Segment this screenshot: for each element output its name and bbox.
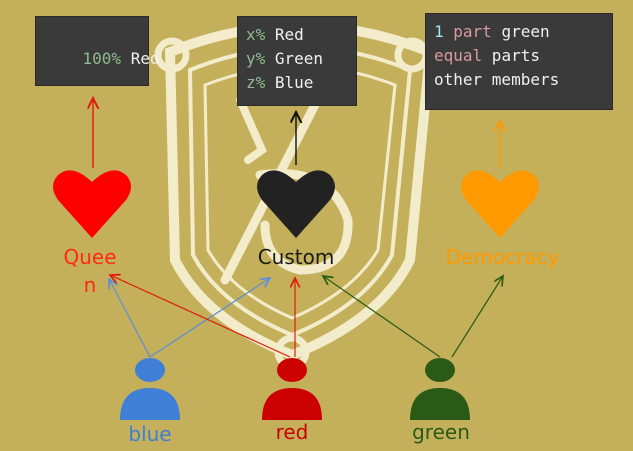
custom-y-percent: y% <box>246 49 266 68</box>
democracy-part: part <box>443 22 492 41</box>
democracy-rule-line-2: equal parts <box>434 44 604 68</box>
democracy-rule-line-1: 1 part green <box>434 20 604 44</box>
democracy-rule-line-3: other members <box>434 68 604 92</box>
democracy-green: green <box>491 22 550 41</box>
queen-rule-code: 100% Red <box>35 16 160 86</box>
democracy-label: Democracy <box>445 245 560 269</box>
queen-label: Quee n <box>55 243 125 299</box>
queen-rule-color: Red <box>121 49 160 68</box>
red-person-icon <box>262 358 322 420</box>
custom-rule-line-red: x% Red <box>246 23 348 47</box>
democracy-heart-icon <box>461 170 539 238</box>
queen-rule-line: 100% Red <box>44 23 160 95</box>
blue-to-custom-arrow <box>149 278 270 358</box>
queen-label-line2: n <box>83 273 97 297</box>
custom-x-percent: x% <box>246 25 266 44</box>
blue-to-queen-arrow <box>109 279 151 358</box>
green-to-democracy-arrow <box>451 276 503 358</box>
queen-heart-icon <box>53 170 131 238</box>
custom-red-label: Red <box>265 25 304 44</box>
democracy-parts: parts <box>482 46 540 65</box>
green-person-icon <box>410 358 470 420</box>
democracy-rule-code: 1 part green equal parts other members <box>425 13 613 110</box>
blue-person-label: blue <box>128 422 172 446</box>
custom-rule-line-green: y% Green <box>246 47 348 71</box>
queen-rule-percent: 100% <box>82 49 122 68</box>
custom-green-label: Green <box>265 49 324 68</box>
red-person-label: red <box>275 420 309 444</box>
custom-heart-icon <box>257 170 335 238</box>
custom-label: Custom <box>257 245 335 269</box>
custom-rule-line-blue: z% Blue <box>246 71 348 95</box>
queen-label-line1: Quee <box>63 245 117 269</box>
custom-z-percent: z% <box>246 73 266 92</box>
red-to-queen-arrow <box>110 275 291 358</box>
custom-blue-label: Blue <box>265 73 314 92</box>
democracy-equal: equal <box>434 46 483 65</box>
custom-rule-code: x% Red y% Green z% Blue <box>237 16 357 106</box>
green-to-custom-arrow <box>323 276 441 358</box>
green-person-label: green <box>412 420 470 444</box>
blue-person-icon <box>120 358 180 420</box>
democracy-one: 1 <box>434 22 444 41</box>
democracy-others: other members <box>434 70 560 89</box>
